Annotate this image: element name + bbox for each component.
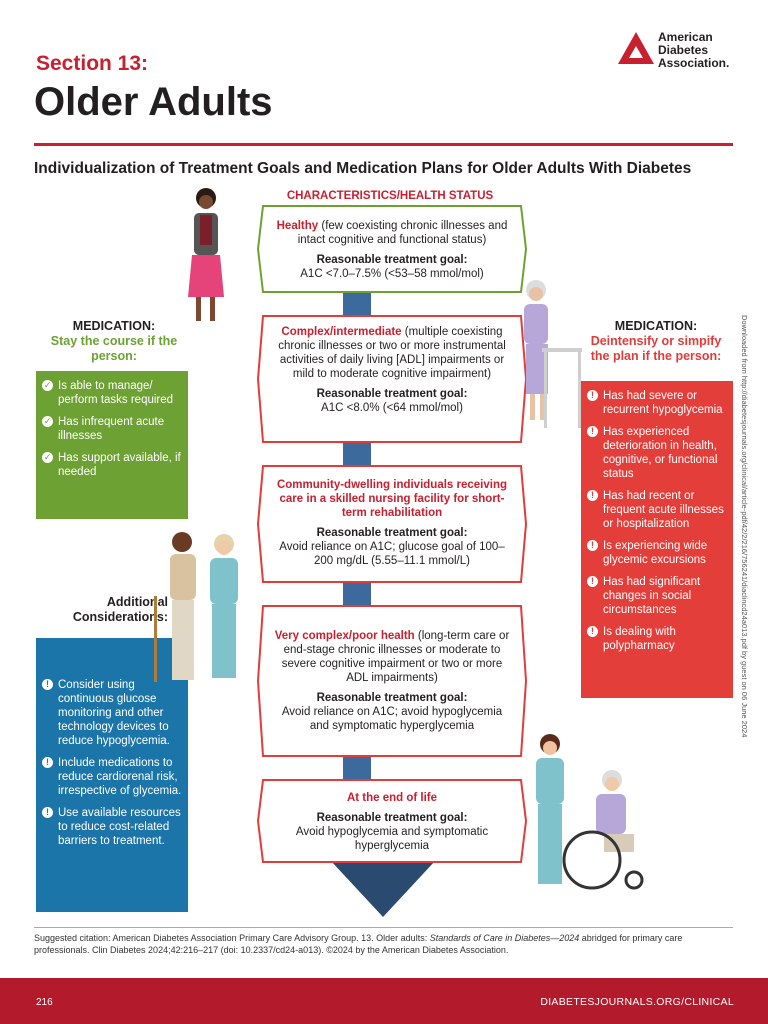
page-number: 216 [36, 997, 53, 1008]
list-item: !Consider using continuous glucose monit… [42, 678, 182, 748]
list-item: !Has had recent or frequent acute illnes… [587, 489, 727, 531]
goal-label: Reasonable treatment goal: [316, 812, 468, 824]
level-skilled-nursing: Community-dwelling individuals receiving… [257, 465, 527, 583]
citation-divider [34, 927, 733, 928]
level-description: (long-term care or end-stage chronic ill… [281, 630, 510, 684]
level-title: Complex/intermediate [281, 326, 402, 338]
exclamation-circle-icon: ! [587, 426, 598, 437]
level-title: Healthy [276, 220, 319, 232]
spine-segment [343, 442, 371, 466]
page-title: Older Adults [34, 80, 273, 124]
ada-logo-text: American Diabetes Association. [658, 30, 730, 70]
exclamation-circle-icon: ! [587, 490, 598, 501]
suggested-citation: Suggested citation: American Diabetes As… [34, 933, 683, 955]
exclamation-circle-icon: ! [587, 390, 598, 401]
exclamation-circle-icon: ! [587, 626, 598, 637]
goal-label: Reasonable treatment goal: [316, 254, 468, 266]
goal-label: Reasonable treatment goal: [316, 527, 468, 539]
figure-subtitle: Individualization of Treatment Goals and… [34, 160, 692, 177]
spine-segment [343, 582, 371, 606]
spine-segment [343, 292, 371, 316]
exclamation-circle-icon: ! [42, 679, 53, 690]
footer-bar [0, 978, 768, 1024]
check-circle-icon: ✓ [42, 380, 53, 391]
stay-course-panel: ✓Is able to manage/ perform tasks requir… [36, 371, 188, 519]
check-circle-icon: ✓ [42, 452, 53, 463]
exclamation-circle-icon: ! [42, 757, 53, 768]
walker-woman-illustration [524, 280, 582, 428]
goal-value: Avoid hypoglycemia and symptomatic hyper… [295, 826, 489, 852]
journal-url[interactable]: DIABETESJOURNALS.ORG/CLINICAL [540, 996, 734, 1008]
list-item: !Has experienced deterioration in health… [587, 425, 727, 481]
list-item: !Is dealing with polypharmacy [587, 625, 727, 653]
spine-segment [343, 756, 371, 780]
check-circle-icon: ✓ [42, 416, 53, 427]
goal-value: A1C <8.0% (<64 mmol/mol) [321, 402, 463, 414]
exclamation-circle-icon: ! [42, 807, 53, 818]
level-complex-intermediate: Complex/intermediate (multiple coexistin… [257, 315, 527, 443]
down-arrow-icon [331, 861, 435, 917]
level-title: At the end of life [346, 792, 438, 804]
additional-considerations-heading: Additional Considerations: [72, 595, 168, 624]
list-item: ✓Is able to manage/ perform tasks requir… [42, 380, 174, 406]
list-item: ✓Has support available, if needed [42, 452, 181, 478]
list-item: !Use available resources to reduce cost-… [42, 806, 182, 848]
level-very-complex: Very complex/poor health (long-term care… [257, 605, 527, 757]
section-number: Section 13: [36, 52, 149, 75]
goal-value: Avoid reliance on A1C; avoid hypoglycemi… [281, 706, 503, 732]
additional-considerations-panel: !Consider using continuous glucose monit… [36, 638, 188, 912]
exclamation-circle-icon: ! [587, 576, 598, 587]
download-url: Downloaded from http://diabetesjournals.… [740, 315, 749, 738]
deintensify-panel: !Has had severe or recurrent hypoglycemi… [581, 381, 733, 698]
level-description: (multiple coexisting chronic illnesses o… [278, 326, 506, 380]
title-divider [34, 143, 733, 146]
list-item: !Is experiencing wide glycemic excursion… [587, 539, 727, 567]
level-title: Community-dwelling individuals receiving… [276, 479, 508, 519]
characteristics-heading: CHARACTERISTICS/HEALTH STATUS [286, 190, 494, 202]
list-item: !Has had severe or recurrent hypoglycemi… [587, 389, 727, 417]
healthy-woman-illustration [188, 188, 224, 328]
level-healthy: Healthy (few coexisting chronic illnesse… [257, 205, 527, 293]
nurse-wheelchair-illustration [536, 734, 644, 890]
medication-left-heading: MEDICATION: Stay the course if the perso… [50, 319, 178, 363]
ada-logo-icon [618, 32, 654, 64]
goal-value: A1C <7.0–7.5% (<53–58 mmol/mol) [300, 268, 484, 280]
list-item: !Include medications to reduce cardioren… [42, 756, 182, 798]
goal-value: Avoid reliance on A1C; glucose goal of 1… [279, 541, 505, 567]
level-end-of-life: At the end of life Reasonable treatment … [257, 779, 527, 863]
level-description: (few coexisting chronic illnesses and in… [297, 220, 508, 246]
level-title: Very complex/poor health [274, 630, 415, 642]
goal-label: Reasonable treatment goal: [316, 692, 468, 704]
goal-label: Reasonable treatment goal: [316, 388, 468, 400]
medication-right-heading: MEDICATION: Deintensify or simpify the p… [590, 319, 722, 363]
exclamation-circle-icon: ! [587, 540, 598, 551]
list-item: !Has had significant changes in social c… [587, 575, 727, 617]
caregiver-with-man-illustration [154, 532, 238, 682]
list-item: ✓Has infrequent acute illnesses [42, 416, 165, 442]
